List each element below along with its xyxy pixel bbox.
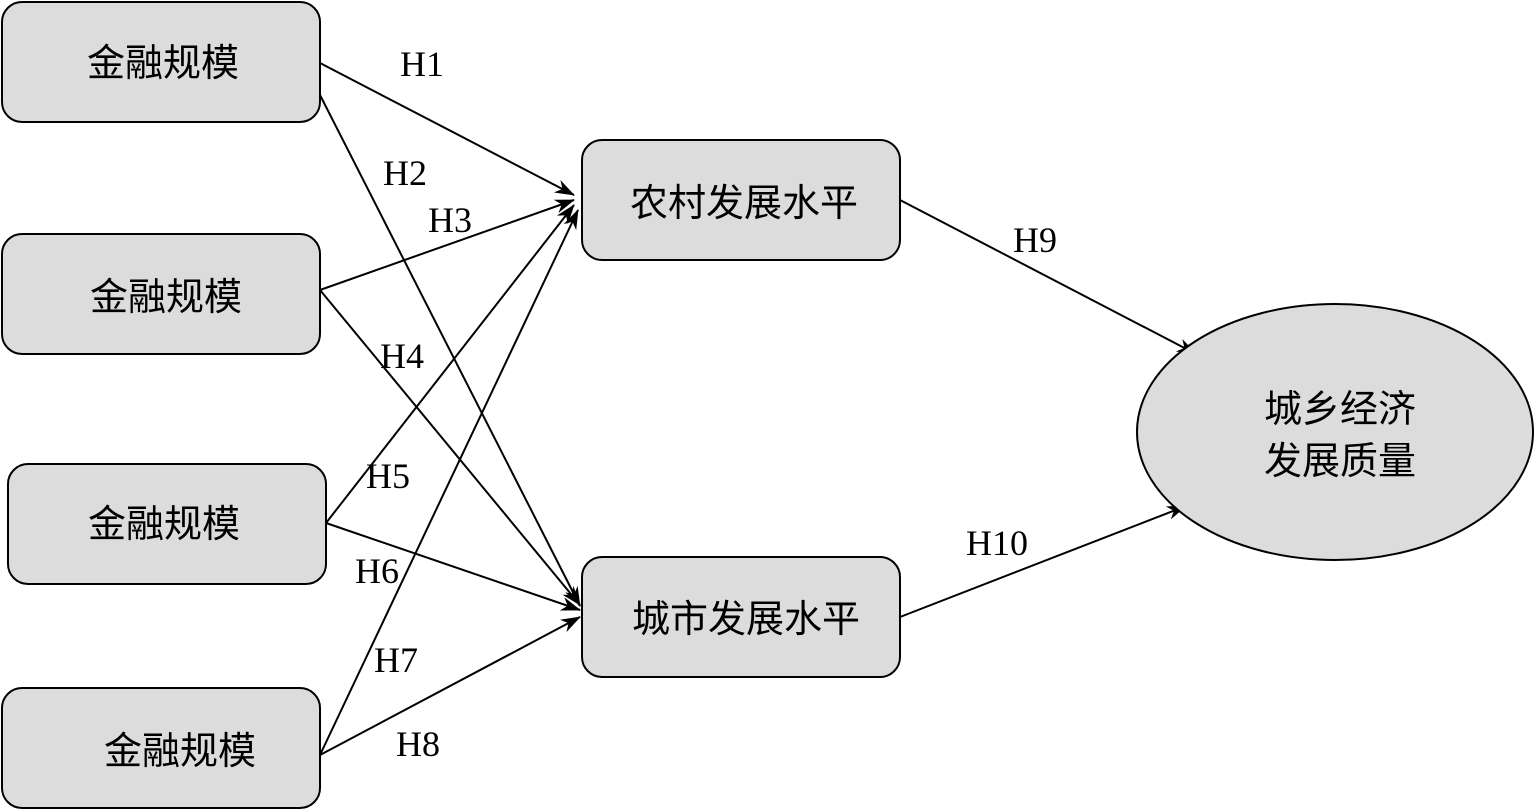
edge-label-h4: H4	[380, 336, 424, 376]
edge-h3	[319, 199, 575, 291]
edge-h5	[325, 204, 575, 524]
edge-h1	[319, 62, 575, 196]
input-node-4-label: 金融规模	[104, 729, 256, 773]
outcome-node: 城乡经济 发展质量	[1136, 303, 1534, 561]
edge-label-h2: H2	[383, 153, 427, 193]
input-node-1: 金融规模	[1, 1, 321, 123]
input-node-3-label: 金融规模	[88, 502, 240, 546]
edge-label-h5: H5	[366, 456, 410, 496]
edge-label-h8: H8	[396, 724, 440, 764]
edge-label-h1: H1	[400, 44, 444, 84]
rural-development-node: 农村发展水平	[581, 139, 901, 261]
edge-h4	[319, 289, 581, 606]
input-node-2: 金融规模	[1, 233, 321, 355]
edge-labels: H1 H2 H3 H4 H5 H6 H7 H8 H9 H10	[355, 44, 1057, 764]
edge-label-h10: H10	[966, 523, 1028, 563]
outcome-label-line2: 发展质量	[1264, 439, 1416, 483]
input-node-1-label: 金融规模	[87, 41, 239, 85]
edge-h8	[319, 616, 581, 756]
edge-h7	[319, 209, 579, 756]
input-node-2-label: 金融规模	[90, 275, 242, 319]
input-node-4: 金融规模	[1, 687, 321, 809]
outcome-label-line1: 城乡经济	[1264, 387, 1416, 431]
edges	[319, 62, 1197, 756]
edge-label-h6: H6	[355, 551, 399, 591]
edge-label-h7: H7	[374, 640, 418, 680]
urban-development-label: 城市发展水平	[632, 597, 860, 641]
edge-label-h3: H3	[428, 200, 472, 240]
rural-development-label: 农村发展水平	[630, 181, 858, 225]
urban-development-node: 城市发展水平	[581, 556, 901, 678]
edge-h2	[319, 94, 581, 607]
edge-h9	[899, 199, 1197, 355]
edge-h6	[325, 522, 581, 611]
edge-label-h9: H9	[1013, 220, 1057, 260]
input-node-3: 金融规模	[7, 463, 327, 585]
edge-h10	[899, 505, 1187, 618]
